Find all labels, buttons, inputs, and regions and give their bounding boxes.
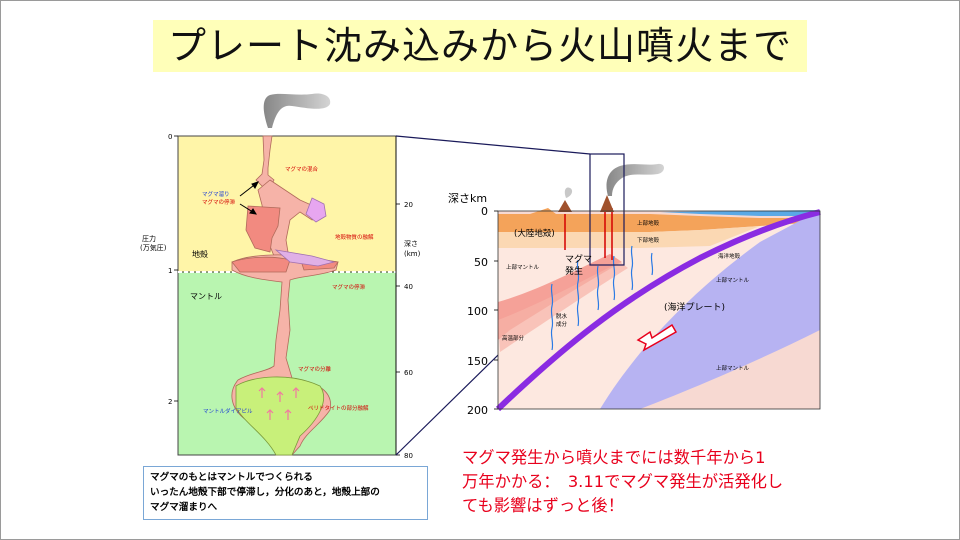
right-depth-axis-title: 深さkm bbox=[448, 192, 487, 205]
right-depth-tick-100: 100 bbox=[467, 305, 488, 318]
caption-line-2: いったん地殻下部で停滞し，分化のあと，地殻上部の bbox=[150, 485, 421, 500]
depth-tick-40: 40 bbox=[404, 283, 413, 291]
label-magma-stall-upper: マグマの停滞 bbox=[202, 198, 236, 206]
caption-line-1: マグマのもとはマントルでつくられる bbox=[150, 470, 421, 485]
label-oceanic-crust: 海洋地殻 bbox=[718, 252, 741, 260]
label-magma-reservoir: マグマ溜り bbox=[202, 190, 230, 198]
pressure-tick-1: 1 bbox=[168, 267, 172, 275]
label-mantle-diapir: マントルダイアピル bbox=[203, 407, 253, 415]
note-line-3: ても影響はずっと後！ bbox=[462, 494, 822, 518]
label-magma-generation: マグマ bbox=[565, 253, 592, 265]
label-crust: 地殻 bbox=[192, 249, 208, 259]
depth-axis-title: 深さ bbox=[404, 239, 418, 248]
label-upper-mantle-left: 上部マントル bbox=[506, 263, 540, 271]
label-upper-mantle-slab: 上部マントル bbox=[716, 276, 750, 284]
right-depth-tick-0: 0 bbox=[481, 205, 488, 218]
pressure-axis-unit: (万気圧) bbox=[140, 243, 167, 252]
label-magma-generation-2: 発生 bbox=[565, 265, 583, 277]
right-depth-tick-200: 200 bbox=[467, 404, 488, 417]
depth-axis-unit: (km) bbox=[404, 250, 421, 258]
label-high-temp: 高温部分 bbox=[502, 334, 525, 342]
label-lower-crust: 下部地殻 bbox=[637, 236, 660, 244]
eruption-time-note: マグマ発生から噴火までには数千年から1 万年かかる： 3.11でマグマ発生が活発… bbox=[462, 446, 822, 518]
label-continental-crust: (大陸地殻) bbox=[514, 228, 555, 239]
note-line-2: 万年かかる： 3.11でマグマ発生が活発化し bbox=[462, 470, 822, 494]
depth-tick-20: 20 bbox=[404, 201, 413, 209]
right-depth-tick-50: 50 bbox=[474, 256, 488, 269]
label-peridotite-melting: ペリドタイトの部分融解 bbox=[308, 404, 369, 412]
depth-tick-60: 60 bbox=[404, 369, 413, 377]
eruption-smoke-right bbox=[607, 164, 665, 196]
caption-box: マグマのもとはマントルでつくられる いったん地殻下部で停滞し，分化のあと，地殻上… bbox=[143, 466, 428, 520]
label-upper-mantle-lower: 上部マントル bbox=[716, 364, 750, 372]
label-magma-mixing: マグマの混合 bbox=[285, 165, 319, 173]
pressure-axis-title: 圧力 bbox=[142, 234, 156, 243]
label-dehydration-2: 成分 bbox=[556, 320, 568, 328]
label-dehydration: 脱水 bbox=[556, 312, 568, 320]
pressure-tick-2: 2 bbox=[168, 398, 172, 406]
pressure-tick-0: 0 bbox=[168, 133, 172, 141]
depth-tick-80: 80 bbox=[404, 452, 413, 460]
label-upper-crust: 上部地殻 bbox=[637, 219, 660, 227]
right-depth-tick-150: 150 bbox=[467, 355, 488, 368]
eruption-smoke bbox=[264, 93, 331, 128]
note-line-1: マグマ発生から噴火までには数千年から1 bbox=[462, 446, 822, 470]
label-magma-separation: マグマの分離 bbox=[298, 365, 332, 373]
label-mantle: マントル bbox=[190, 292, 222, 301]
caption-line-3: マグマ溜まりへ bbox=[150, 500, 421, 515]
label-crust-melting: 地殻物質の融解 bbox=[335, 233, 374, 241]
left-diagram: マグマの混合 マグマ溜り マグマの停滞 地殻物質の融解 マグマの停滞 マグマの分… bbox=[140, 93, 421, 460]
label-oceanic-plate: (海洋プレート) bbox=[664, 301, 725, 313]
right-diagram: (大陸地殻) 上部地殻 下部地殻 上部マントル マグマ 発生 脱水 成分 高温部… bbox=[448, 154, 820, 417]
label-magma-stall: マグマの停滞 bbox=[332, 283, 366, 291]
